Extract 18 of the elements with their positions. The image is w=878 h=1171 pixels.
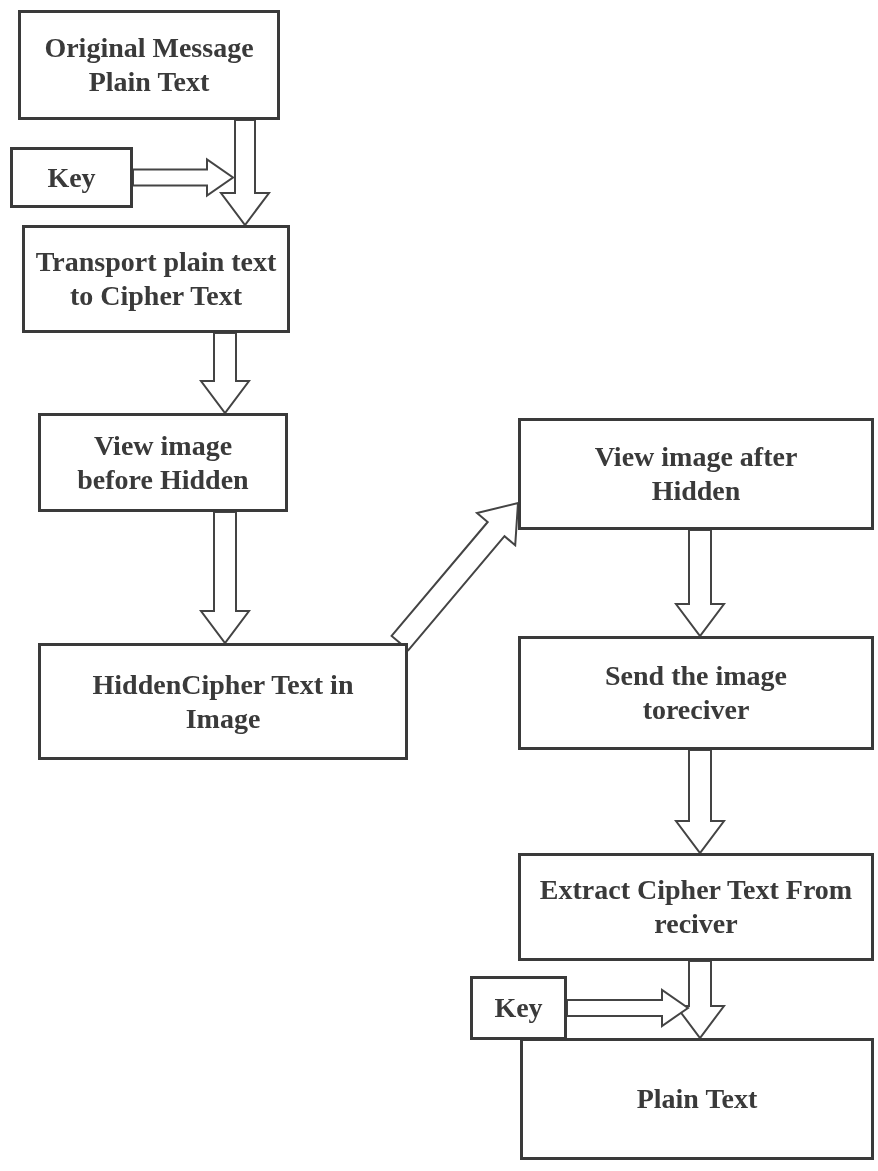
hollow-arrow [199, 332, 251, 415]
hollow-arrow [674, 529, 726, 638]
process-box: View image after Hidden [518, 418, 874, 530]
process-box: Send the image toreciver [518, 636, 874, 750]
process-box: Extract Cipher Text From reciver [518, 853, 874, 961]
process-box: Transport plain text to Cipher Text [22, 225, 290, 333]
hollow-arrow [132, 157, 235, 198]
hollow-arrow [566, 988, 690, 1028]
process-box: Original Message Plain Text [18, 10, 280, 120]
hollow-arrow [674, 749, 726, 855]
hollow-arrow [199, 511, 251, 645]
process-box: Key [470, 976, 567, 1040]
process-box: HiddenCipher Text in Image [38, 643, 408, 760]
process-box: Key [10, 147, 133, 208]
hollow-arrow [219, 119, 271, 227]
process-box: Plain Text [520, 1038, 874, 1160]
process-box: View image before Hidden [38, 413, 288, 512]
hollow-arrow [390, 501, 520, 652]
